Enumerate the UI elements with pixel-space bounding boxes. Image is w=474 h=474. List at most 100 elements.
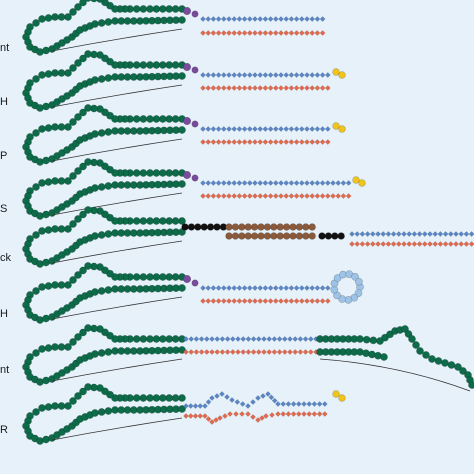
blue-strand (314, 16, 321, 22)
red-strand (266, 349, 273, 355)
green-bead (104, 230, 113, 238)
green-bead (69, 118, 77, 126)
blue-strand (224, 394, 230, 400)
blue-strand (250, 336, 257, 342)
red-strand (319, 30, 326, 36)
blue-strand (302, 336, 309, 342)
green-bead (57, 123, 66, 131)
red-strand (354, 241, 361, 247)
blue-strand (252, 126, 258, 132)
red-strand (241, 85, 248, 91)
red-strand (364, 241, 371, 247)
red-strand (226, 30, 232, 36)
blue-strand (283, 180, 290, 186)
brown-bead (295, 223, 304, 231)
green-bead (422, 351, 430, 359)
red-strand (210, 85, 217, 91)
row-label-4: S (0, 203, 8, 215)
blue-strand (246, 72, 253, 78)
red-strand (236, 193, 243, 199)
green-bead (380, 353, 388, 361)
blue-strand (210, 16, 217, 22)
green-bead (84, 158, 92, 166)
red-strand (335, 193, 342, 199)
green-bead (91, 232, 99, 240)
row-label-5: ck (0, 252, 11, 264)
red-strand (267, 30, 274, 36)
blue-strand (236, 16, 243, 22)
blue-strand (220, 72, 227, 78)
red-strand (283, 298, 290, 304)
blue-strand (257, 285, 264, 291)
green-bead (401, 325, 409, 333)
red-strand (293, 139, 300, 145)
blue-strand (265, 391, 271, 397)
blue-strand (288, 180, 295, 186)
green-bead (101, 0, 109, 7)
blue-strand (304, 285, 310, 291)
blue-strand (453, 231, 459, 237)
yellow-cap (332, 122, 340, 130)
connector-line (319, 358, 471, 392)
green-bead (132, 335, 141, 343)
blue-strand (314, 180, 321, 186)
red-strand (220, 193, 227, 199)
green-bead (97, 349, 106, 357)
green-bead (97, 183, 106, 191)
blue-strand (203, 336, 210, 342)
blue-strand (275, 401, 281, 407)
blue-strand (285, 401, 292, 407)
red-strand (278, 30, 284, 36)
row-label-1: nt (0, 42, 10, 54)
construct-row-6 (22, 262, 364, 324)
red-strand (200, 30, 206, 36)
green-bead (79, 54, 87, 63)
red-strand (359, 241, 366, 247)
red-strand (288, 139, 295, 145)
blue-strand (416, 231, 423, 237)
red-strand (257, 139, 264, 145)
green-bead (74, 59, 82, 67)
blue-strand (272, 126, 279, 132)
green-bead (104, 182, 113, 190)
brown-bead (289, 232, 297, 240)
red-strand (314, 298, 321, 304)
red-strand (288, 30, 295, 36)
red-strand (215, 193, 222, 199)
green-bead (146, 273, 154, 281)
black-bead (194, 223, 202, 231)
red-strand (210, 193, 217, 199)
blue-strand (306, 401, 313, 407)
red-strand (324, 298, 331, 304)
brown-bead (302, 223, 310, 231)
green-bead (178, 180, 186, 188)
brown-bead (263, 232, 272, 240)
blue-strand (304, 126, 310, 132)
red-strand (200, 298, 206, 304)
construct-row-4 (22, 158, 366, 220)
blue-strand (292, 336, 299, 342)
green-bead (74, 392, 82, 400)
green-bead (57, 177, 66, 185)
brown-bead (250, 232, 259, 240)
blue-strand (380, 231, 387, 237)
blue-strand (298, 285, 305, 291)
blue-strand (309, 126, 316, 132)
yellow-cap (358, 179, 366, 187)
light-blue-bead (338, 295, 347, 303)
blue-strand (271, 397, 278, 404)
red-strand (292, 349, 299, 355)
green-bead (51, 69, 59, 77)
blue-strand (278, 126, 284, 132)
red-strand (395, 241, 402, 247)
green-bead (97, 287, 106, 295)
blue-strand (261, 336, 267, 342)
blue-strand (200, 285, 206, 291)
green-bead (38, 71, 46, 79)
row-label-7: nt (0, 364, 10, 376)
red-strand (304, 298, 310, 304)
green-bead (428, 355, 436, 363)
green-bead (51, 177, 59, 185)
red-strand (287, 349, 293, 355)
green-bead (32, 183, 40, 191)
